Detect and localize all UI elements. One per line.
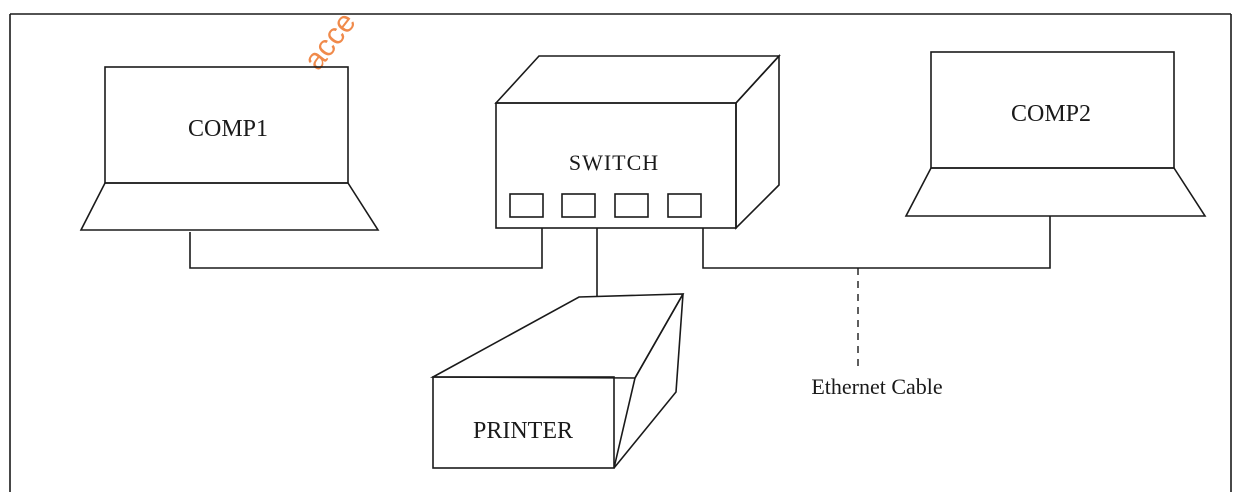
switch-port-2: [562, 194, 595, 217]
ethernet-callout: Ethernet Cable: [811, 268, 942, 399]
printer-device: PRINTER: [433, 294, 683, 468]
switch-top: [496, 56, 779, 103]
laptop-comp1: COMP1: [81, 67, 378, 230]
switch-port-3: [615, 194, 648, 217]
comp1-label: COMP1: [188, 116, 268, 142]
switch-side: [736, 56, 779, 228]
printer-top: [433, 294, 683, 378]
laptop-base-comp1: [81, 183, 378, 230]
comp2-label: COMP2: [1011, 101, 1091, 127]
diagram-frame: [10, 14, 1231, 492]
laptop-comp2: COMP2: [906, 52, 1205, 216]
cable-comp1-switch: [190, 228, 542, 268]
watermark-text: acce: [298, 6, 363, 76]
switch-device: SWITCH: [496, 56, 779, 228]
laptop-base-comp2: [906, 168, 1205, 216]
switch-port-4: [668, 194, 701, 217]
switch-port-1: [510, 194, 543, 217]
ethernet-cable-label: Ethernet Cable: [811, 374, 942, 399]
printer-label: PRINTER: [473, 418, 573, 444]
printer-side: [614, 294, 683, 468]
cable-switch-comp2: [703, 216, 1050, 268]
switch-label: SWITCH: [569, 150, 659, 175]
